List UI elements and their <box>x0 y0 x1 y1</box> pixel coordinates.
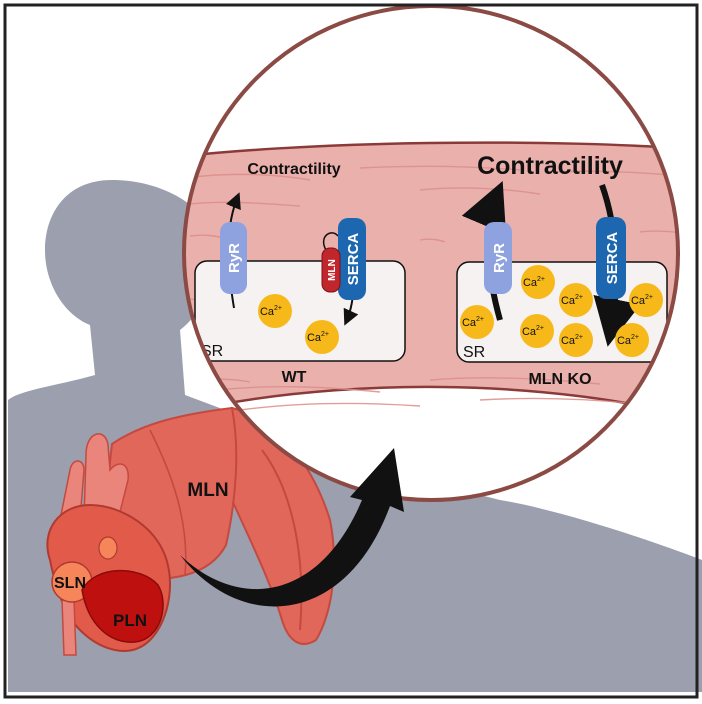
calcium-ion: Ca2+ <box>258 294 292 328</box>
mln-muscle-label: MLN <box>187 480 228 501</box>
calcium-ion: Ca2+ <box>305 320 339 354</box>
ca-text: Ca2+ <box>260 305 282 318</box>
mln-peptide <box>321 247 341 293</box>
ca-text: Ca2+ <box>307 331 329 344</box>
contractility-label-wt: Contractility <box>247 161 340 178</box>
pln-region <box>81 569 164 643</box>
pectoral-muscle-fold <box>149 429 187 576</box>
calcium-ion: Ca2+ <box>559 323 593 357</box>
pln-label: PLN <box>113 611 147 630</box>
ryr-channel-ko <box>484 222 512 294</box>
serca-label-wt: SERCA <box>345 233 362 286</box>
ryr-label-ko: RyR <box>491 243 508 273</box>
ca-text: Ca2+ <box>462 316 484 329</box>
heart: SLN PLN <box>46 433 171 656</box>
great-vessel <box>59 460 85 521</box>
ca-text: Ca2+ <box>561 334 583 347</box>
mln-inhibition-curve <box>322 232 339 251</box>
aorta <box>83 433 129 521</box>
ca-text: Ca2+ <box>631 294 653 307</box>
calcium-ion: Ca2+ <box>520 314 554 348</box>
ryr-label-wt: RyR <box>226 243 243 273</box>
calcium-ion: Ca2+ <box>460 305 494 339</box>
serca-pump-wt <box>338 218 366 300</box>
mln-peptide-label: MLN <box>327 259 338 281</box>
ca-text: Ca2+ <box>523 276 545 289</box>
zoom-arrow <box>180 448 404 607</box>
serca-pump-ko <box>596 217 626 299</box>
contractility-label-ko: Contractility <box>477 152 623 180</box>
shoulder-muscle-fold <box>261 449 303 631</box>
mln-ko-label: MLN KO <box>528 371 591 388</box>
calcium-ion: Ca2+ <box>559 283 593 317</box>
calcium-ion: Ca2+ <box>629 283 663 317</box>
sr-label-ko: SR <box>463 344 485 361</box>
atrium-small <box>98 536 118 560</box>
zoom-arrow-shaft <box>180 448 404 607</box>
ca-text: Ca2+ <box>561 294 583 307</box>
magnified-view: SR SR RyR SERCA MLN RyR SERCA <box>182 4 680 502</box>
sln-label: SLN <box>54 575 86 592</box>
calcium-ion: Ca2+ <box>521 265 555 299</box>
ca-text: Ca2+ <box>522 325 544 338</box>
figure-frame <box>3 3 699 699</box>
wt-label: WT <box>282 369 307 386</box>
serca-label-ko: SERCA <box>604 232 621 285</box>
ca-text: Ca2+ <box>617 334 639 347</box>
vena-cava <box>61 599 77 656</box>
calcium-ions: Ca2+ Ca2+ Ca2+ Ca2+ Ca2+ Ca2+ Ca2+ Ca2+ … <box>258 265 663 357</box>
calcium-ion: Ca2+ <box>615 323 649 357</box>
ryr-channel-wt <box>220 222 247 294</box>
